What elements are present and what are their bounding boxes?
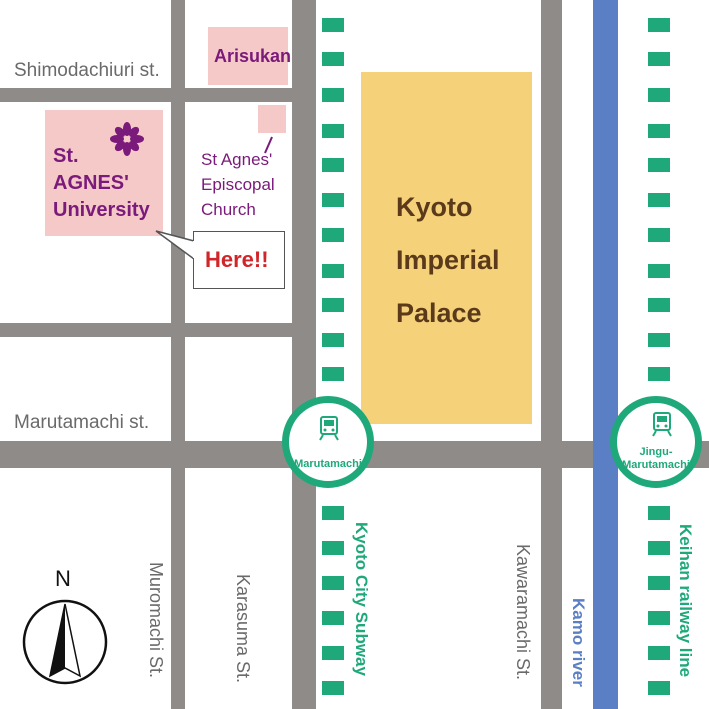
university-box xyxy=(45,110,163,236)
arisukan-box xyxy=(208,27,288,85)
train-icon xyxy=(319,416,339,441)
church-label-2: Episcopal xyxy=(201,175,275,194)
here-callout-cover xyxy=(193,241,196,258)
street-label-muromachi: Muromachi St. xyxy=(146,562,166,679)
university-label-2: AGNES' xyxy=(53,172,129,194)
subway-label: Kyoto City Subway xyxy=(352,522,371,676)
church-marker xyxy=(258,105,286,133)
road-minor-east-west xyxy=(0,323,292,337)
road-muromachi xyxy=(171,0,185,709)
palace-label-1: Kyoto xyxy=(396,192,473,222)
marutamachi-station[interactable]: Marutamachi xyxy=(282,396,374,488)
compass-icon xyxy=(22,599,108,685)
marutamachi-station-label: Marutamachi xyxy=(294,458,362,470)
university-label-1: St. xyxy=(53,145,79,167)
here-label: Here!! xyxy=(205,247,269,272)
church-leader-line xyxy=(264,136,273,154)
kamo-river xyxy=(593,0,618,709)
imperial-palace-area xyxy=(361,72,532,424)
palace-label-3: Palace xyxy=(396,298,482,328)
here-callout[interactable] xyxy=(193,231,285,289)
university-emblem-icon xyxy=(110,122,144,156)
palace-label-2: Imperial xyxy=(396,245,500,275)
jingu-station-label-1: Jingu- xyxy=(639,446,673,458)
jingu-marutamachi-station[interactable]: Jingu- Marutamachi xyxy=(610,396,702,488)
kamo-river-label: Kamo river xyxy=(569,598,588,687)
university-label-3: University xyxy=(53,199,150,221)
jingu-station-label-2: Marutamachi xyxy=(622,459,690,471)
keihan-label: Keihan railway line xyxy=(676,524,695,678)
road-shimodachiuri xyxy=(0,88,292,102)
church-label-1: St Agnes' xyxy=(201,150,273,169)
street-label-kawaramachi: Kawaramachi St. xyxy=(513,544,533,681)
church-label-3: Church xyxy=(201,200,256,219)
road-karasuma xyxy=(292,0,316,709)
street-label-karasuma: Karasuma St. xyxy=(233,574,253,684)
train-icon xyxy=(652,412,672,437)
road-kawaramachi xyxy=(541,0,562,709)
street-label-shimodachiuri: Shimodachiuri st. xyxy=(14,60,160,81)
arisukan-label: Arisukan xyxy=(214,46,292,66)
compass-north-label: N xyxy=(55,566,71,591)
street-label-marutamachi: Marutamachi st. xyxy=(14,412,150,433)
